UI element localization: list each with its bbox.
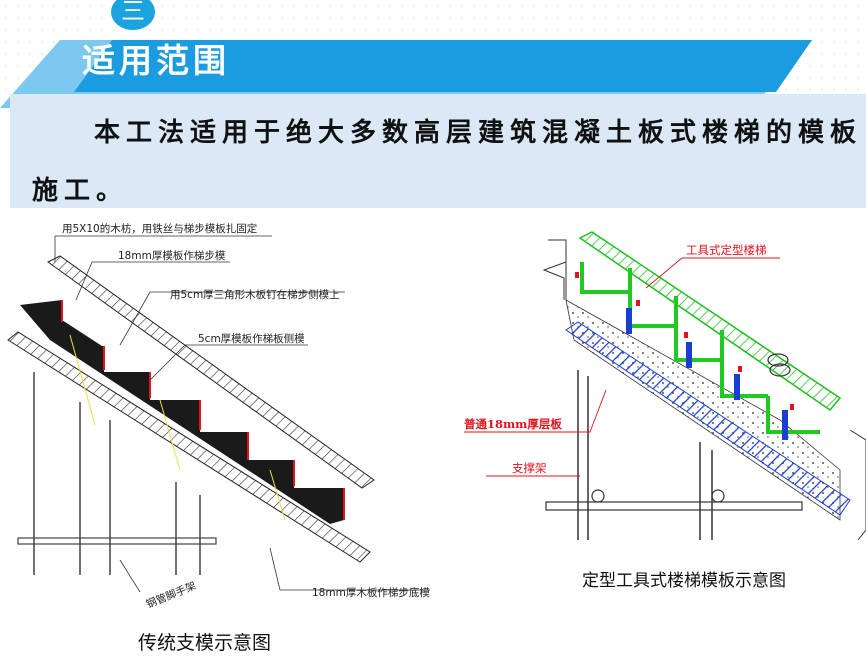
right-label-plywood: 普通18mm厚层板 xyxy=(464,417,562,431)
left-label-side-form: 5cm厚模板作梯板侧模 xyxy=(198,332,305,345)
left-label-step-form: 18mm厚模板作梯步模 xyxy=(118,249,226,262)
traditional-formwork-drawing xyxy=(7,235,430,593)
text-box xyxy=(10,94,866,208)
left-label-wood-beam: 用5X10的木枋，用铁丝与梯步模板扎固定 xyxy=(62,222,258,235)
left-diagram-caption: 传统支模示意图 xyxy=(138,632,272,654)
right-label-support: 支撑架 xyxy=(512,461,547,475)
body-paragraph: 本工法适用于绝大多数高层建筑混凝土板式楼梯的模板施工。 xyxy=(32,118,863,206)
formwork-figure: 用5X10的木枋，用铁丝与梯步模板扎固定 18mm厚模板作梯步模 用5cm厚三角… xyxy=(7,222,866,611)
section-banner xyxy=(0,40,812,108)
section-title: 适用范围 xyxy=(82,41,230,80)
left-label-bottom-form: 18mm厚木板作梯步底模 xyxy=(312,586,430,599)
tool-formwork-drawing xyxy=(464,231,866,541)
right-diagram-caption: 定型工具式楼梯模板示意图 xyxy=(582,571,786,591)
right-label-tool-stair: 工具式定型楼梯 xyxy=(686,243,767,257)
left-label-scaffold: 钢管脚手架 xyxy=(144,579,198,611)
left-label-triangle-board: 用5cm厚三角形木板钉在梯步侧模上 xyxy=(170,288,340,301)
section-number-badge: 三 xyxy=(111,0,155,30)
